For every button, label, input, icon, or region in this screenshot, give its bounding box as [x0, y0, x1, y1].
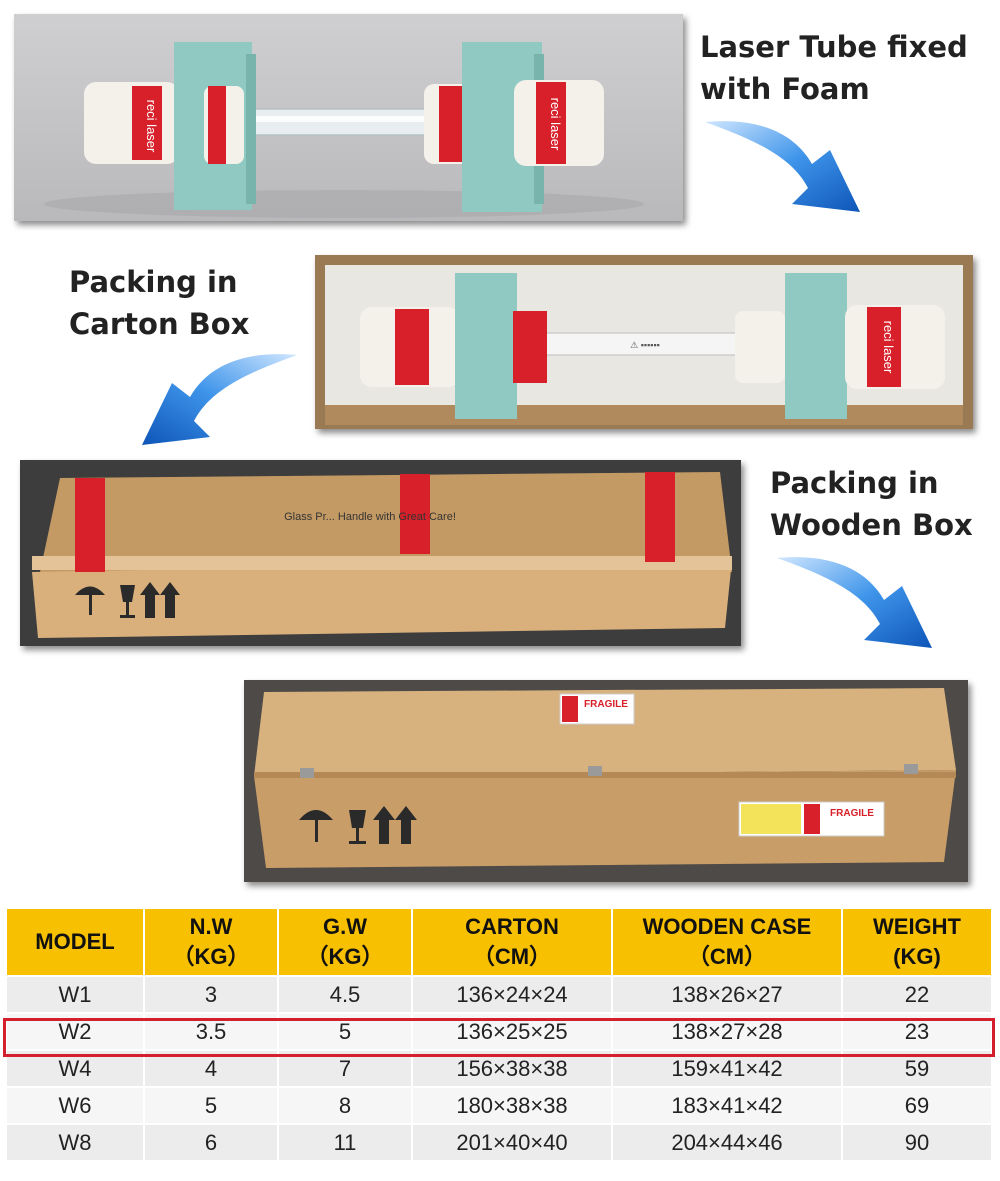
cell-carton: 156×38×38 [411, 1049, 613, 1088]
header-model: MODEL [5, 907, 145, 977]
cell-model: W1 [5, 975, 145, 1014]
table-row: W2 3.5 5 136×25×25 138×27×28 23 [5, 1012, 993, 1051]
header-carton: CARTON（CM） [411, 907, 613, 977]
caption-step2: Packing in Carton Box [69, 261, 249, 345]
cell-wooden-case: 159×41×42 [611, 1049, 843, 1088]
arrow-down-right-icon [777, 557, 932, 648]
table-row: W4 4 7 156×38×38 159×41×42 59 [5, 1049, 993, 1088]
tube-foam-illustration: reci laser reci laser [44, 42, 644, 218]
tape-label-3: reci laser [881, 321, 896, 374]
cell-weight: 22 [841, 975, 993, 1014]
caption-step3-line2: Wooden Box [770, 508, 973, 542]
carton-illustration: ⚠ ▪▪▪▪▪▪ reci laser [315, 255, 973, 429]
cell-net-weight: 5 [143, 1086, 279, 1125]
cell-model: W2 [5, 1012, 145, 1051]
arrow-down-right-icon [705, 121, 860, 212]
cell-net-weight: 3 [143, 975, 279, 1014]
cell-weight: 90 [841, 1123, 993, 1162]
tape-label-1: reci laser [144, 100, 159, 153]
cell-carton: 201×40×40 [411, 1123, 613, 1162]
cell-model: W6 [5, 1086, 145, 1125]
cell-net-weight: 3.5 [143, 1012, 279, 1051]
caption-step1: Laser Tube fixed with Foam [700, 26, 968, 110]
cell-wooden-case: 204×44×46 [611, 1123, 843, 1162]
tape-label-2: reci laser [548, 98, 563, 151]
packing-spec-table: MODEL N.W（KG） G.W（KG） CARTON（CM） WOODEN … [5, 907, 993, 1162]
table-row: W1 3 4.5 136×24×24 138×26×27 22 [5, 975, 993, 1014]
photo-wooden-box-open: Glass Pr... Handle with Great Care! [20, 460, 741, 646]
caption-step2-line2: Carton Box [69, 307, 250, 341]
cell-net-weight: 6 [143, 1123, 279, 1162]
header-gross-weight: G.W（KG） [277, 907, 413, 977]
fragile-label-2: FRAGILE [830, 808, 874, 819]
caption-step3: Packing in Wooden Box [770, 462, 973, 546]
cell-carton: 136×24×24 [411, 975, 613, 1014]
cell-weight: 59 [841, 1049, 993, 1088]
svg-text:⚠ ▪▪▪▪▪▪: ⚠ ▪▪▪▪▪▪ [630, 340, 660, 350]
cell-wooden-case: 183×41×42 [611, 1086, 843, 1125]
wooden-box-open-illustration: Glass Pr... Handle with Great Care! [20, 460, 741, 646]
box-symbols-icon [75, 582, 180, 618]
cell-carton: 180×38×38 [411, 1086, 613, 1125]
photo-wooden-box-closed: FRAGILE FRAGILE [244, 680, 968, 882]
cell-gross-weight: 11 [277, 1123, 413, 1162]
header-net-weight: N.W（KG） [143, 907, 279, 977]
box-symbols-icon-2 [299, 806, 417, 844]
photo-carton-box: ⚠ ▪▪▪▪▪▪ reci laser [315, 255, 973, 429]
cell-gross-weight: 4.5 [277, 975, 413, 1014]
header-weight: WEIGHT(KG) [841, 907, 993, 977]
photo-tube-with-foam: reci laser reci laser [14, 14, 683, 221]
cell-carton: 136×25×25 [411, 1012, 613, 1051]
cell-gross-weight: 8 [277, 1086, 413, 1125]
cell-gross-weight: 7 [277, 1049, 413, 1088]
table-row: W8 6 11 201×40×40 204×44×46 90 [5, 1123, 993, 1162]
cell-wooden-case: 138×27×28 [611, 1012, 843, 1051]
fragile-label-1: FRAGILE [584, 699, 628, 710]
caption-step2-line1: Packing in [69, 265, 238, 299]
cell-wooden-case: 138×26×27 [611, 975, 843, 1014]
table-row: W6 5 8 180×38×38 183×41×42 69 [5, 1086, 993, 1125]
cell-weight: 69 [841, 1086, 993, 1125]
cell-weight: 23 [841, 1012, 993, 1051]
cell-model: W8 [5, 1123, 145, 1162]
caption-step1-line2: with Foam [700, 72, 870, 106]
table-header-row: MODEL N.W（KG） G.W（KG） CARTON（CM） WOODEN … [5, 907, 993, 977]
caption-step1-line1: Laser Tube fixed [700, 30, 968, 64]
cell-gross-weight: 5 [277, 1012, 413, 1051]
cell-model: W4 [5, 1049, 145, 1088]
header-wooden-case: WOODEN CASE（CM） [611, 907, 843, 977]
arrow-down-left-icon [142, 354, 297, 445]
cell-net-weight: 4 [143, 1049, 279, 1088]
caption-step3-line1: Packing in [770, 466, 939, 500]
carton-print-text: Glass Pr... Handle with Great Care! [284, 511, 456, 523]
wooden-box-closed-illustration: FRAGILE FRAGILE [244, 680, 968, 882]
